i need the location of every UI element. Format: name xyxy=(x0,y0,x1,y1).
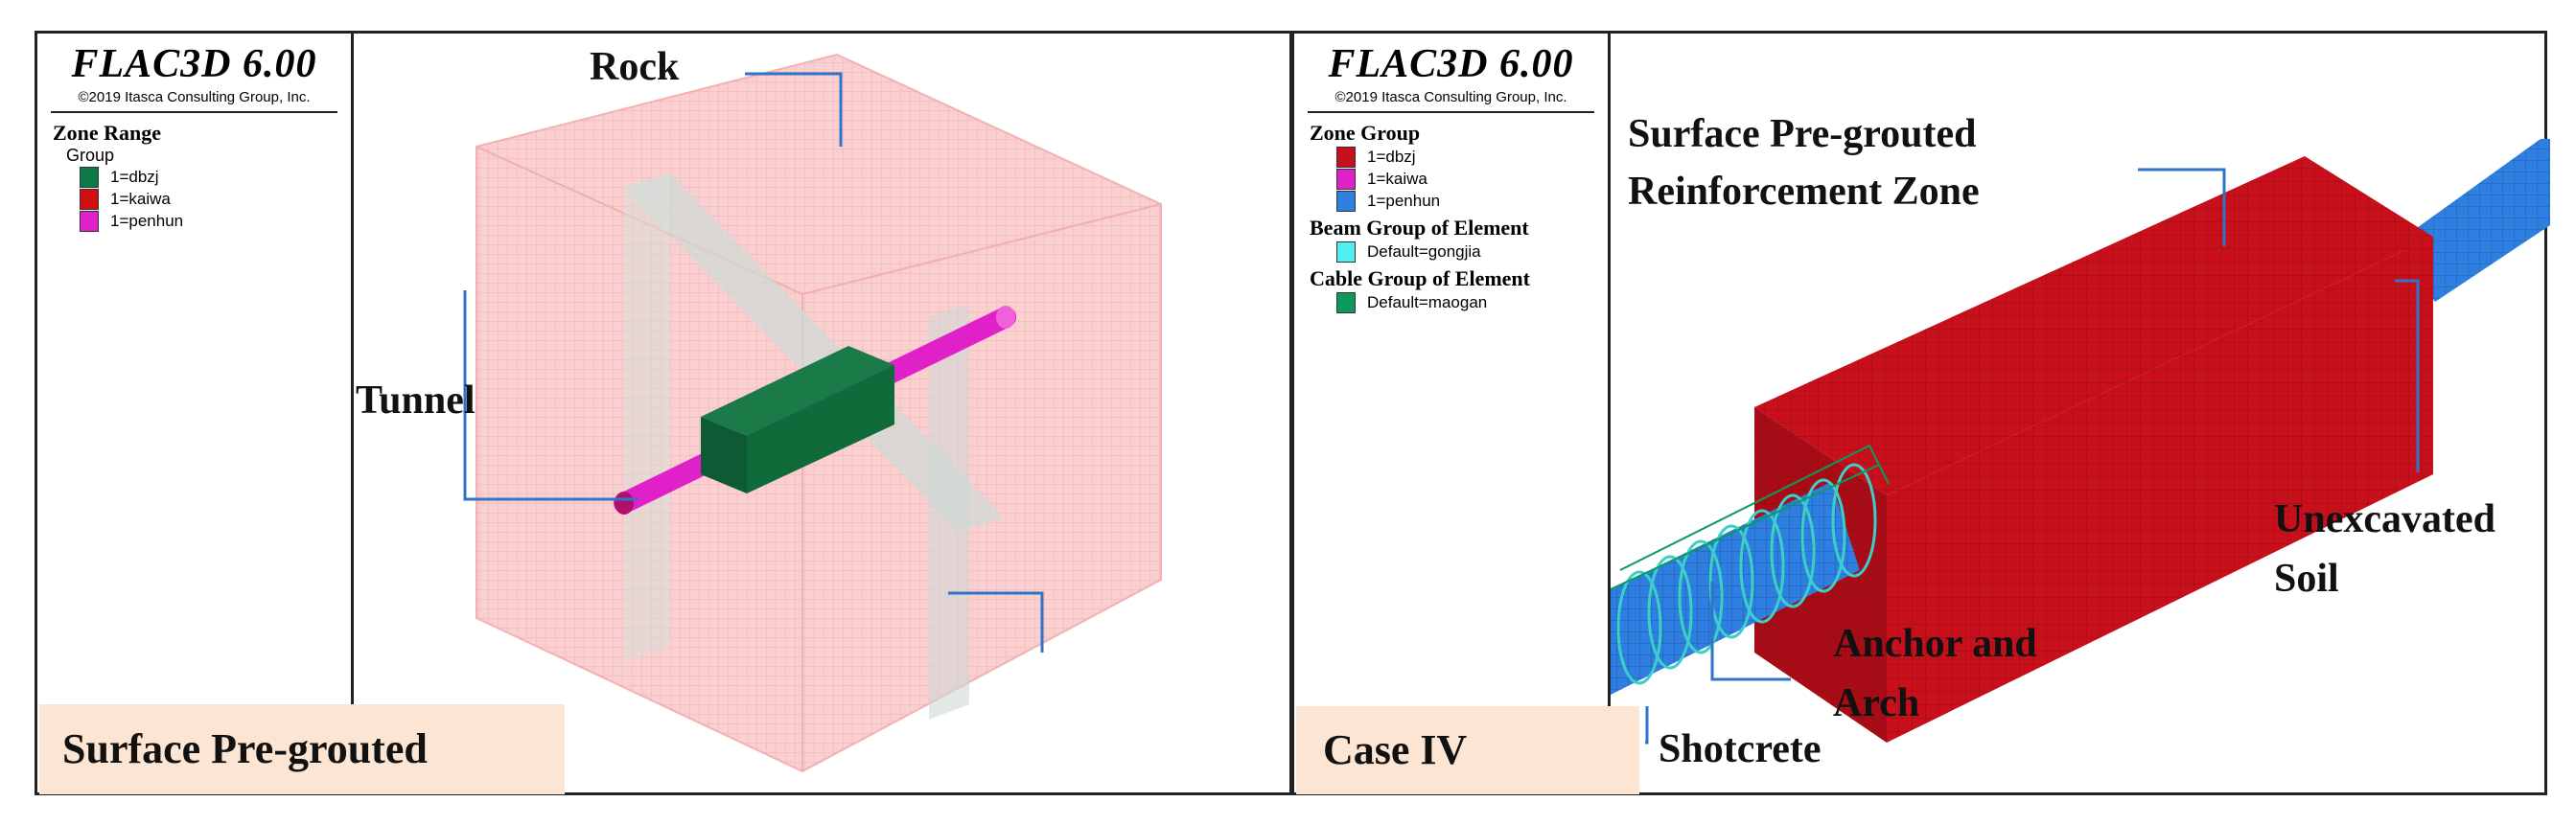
zone-group-title: Zone Group xyxy=(1310,121,1421,145)
left-caption: Surface Pre-grouted xyxy=(39,704,565,794)
legend-swatch xyxy=(80,211,99,232)
right-legend-item: 1=kaiwa xyxy=(1336,169,1608,190)
right-brand-title: FLAC3D 6.00 xyxy=(1328,42,1574,86)
legend-swatch xyxy=(1336,241,1356,263)
soil-leader-line xyxy=(2395,279,2420,472)
right-legend-item: Default=maogan xyxy=(1336,292,1608,313)
rock-model-drawing xyxy=(463,53,1162,773)
left-brand-title: FLAC3D 6.00 xyxy=(71,42,317,86)
legend-item-label: 1=penhun xyxy=(1367,192,1441,210)
right-legend-divider xyxy=(1308,111,1594,113)
legend-item-label: Default=maogan xyxy=(1367,293,1488,311)
left-legend-box: FLAC3D 6.00 ©2019 Itasca Consulting Grou… xyxy=(37,34,354,792)
soil-label-line1: Unexcavated xyxy=(2274,497,2495,541)
legend-swatch xyxy=(80,189,99,210)
legend-item-label: 1=dbzj xyxy=(110,168,159,186)
anchor-label-line1: Anchor and xyxy=(1833,622,2037,666)
right-caption: Case IV xyxy=(1296,706,1639,794)
cable-group-title: Cable Group of Element xyxy=(1310,266,1530,290)
rock-label: Rock xyxy=(590,45,680,89)
left-legend-item: 1=dbzj xyxy=(80,167,351,188)
shotcrete-leader-line xyxy=(1645,706,1649,745)
anchor-leader-line xyxy=(1710,582,1791,681)
plane-leader-line xyxy=(948,591,1044,653)
legend-swatch xyxy=(1336,292,1356,313)
rock-leader-line xyxy=(745,72,843,147)
soil-label-line2: Soil xyxy=(2274,557,2339,601)
left-legend-subtitle: Group xyxy=(66,146,115,165)
zone-leader-line xyxy=(2138,168,2226,246)
shotcrete-label: Shotcrete xyxy=(1659,727,1822,771)
left-legend-item: 1=kaiwa xyxy=(80,189,351,210)
zone-label-line2: Reinforcement Zone xyxy=(1628,170,1980,214)
left-legend-title: Zone Range xyxy=(53,121,162,145)
legend-item-label: 1=dbzj xyxy=(1367,148,1416,166)
anchor-arch-rings xyxy=(1616,463,1877,685)
tunnel-label: Tunnel xyxy=(356,378,476,423)
right-model-panel: FLAC3D 6.00 ©2019 Itasca Consulting Grou… xyxy=(1291,31,2550,795)
legend-item-label: Default=gongjia xyxy=(1367,242,1481,261)
right-copyright: ©2019 Itasca Consulting Group, Inc. xyxy=(1334,89,1567,105)
beam-group-title: Beam Group of Element xyxy=(1310,216,1529,240)
legend-item-label: 1=kaiwa xyxy=(110,190,171,208)
right-legend-box: FLAC3D 6.00 ©2019 Itasca Consulting Grou… xyxy=(1294,34,1611,792)
legend-swatch xyxy=(80,167,99,188)
right-legend-item: 1=penhun xyxy=(1336,191,1608,212)
right-legend-item: Default=gongjia xyxy=(1336,241,1608,263)
anchor-cables xyxy=(1610,445,1890,590)
tunnel-leader-line xyxy=(463,290,638,501)
right-legend-item: 1=dbzj xyxy=(1336,147,1608,168)
legend-item-label: 1=penhun xyxy=(110,212,184,230)
zone-label-line1: Surface Pre-grouted xyxy=(1628,112,1977,156)
left-legend-divider xyxy=(51,111,337,113)
legend-swatch xyxy=(1336,147,1356,168)
reinforcement-block xyxy=(701,346,894,436)
legend-item-label: 1=kaiwa xyxy=(1367,170,1427,188)
reinforcement-model-drawing xyxy=(1610,139,2550,745)
left-model-panel: FLAC3D 6.00 ©2019 Itasca Consulting Grou… xyxy=(35,31,1292,795)
internal-plane xyxy=(624,173,1004,532)
legend-swatch xyxy=(1336,169,1356,190)
left-copyright: ©2019 Itasca Consulting Group, Inc. xyxy=(78,89,311,105)
anchor-label-line2: Arch xyxy=(1833,681,1920,725)
left-legend-item: 1=penhun xyxy=(80,211,351,232)
internal-plane xyxy=(929,304,969,720)
legend-swatch xyxy=(1336,191,1356,212)
